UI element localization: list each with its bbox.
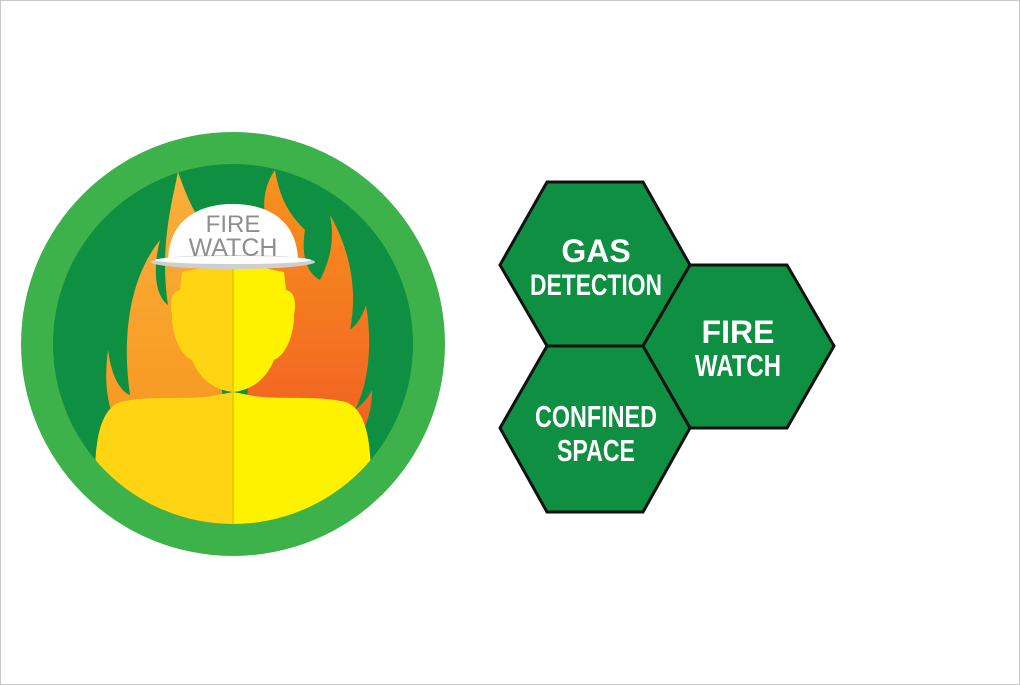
hexagon-gas-detection-line2: DETECTION (530, 269, 662, 302)
worker-body-right (233, 262, 371, 524)
fire-watch-badge: FIRE WATCH (21, 132, 445, 556)
hexagon-confined-space-line2: SPACE (557, 433, 635, 468)
hexagon-gas-detection-line1: GAS (561, 233, 630, 269)
hexagon-fire-watch-line2: WATCH (695, 348, 781, 383)
helmet-text-line1: FIRE (206, 211, 261, 238)
worker-body-left (95, 262, 233, 524)
helmet-icon: FIRE WATCH (151, 204, 315, 269)
fire-watch-worker-icon (95, 170, 372, 524)
helmet-shell (168, 204, 298, 262)
hexagon-gas-detection: GAS DETECTION (498, 180, 692, 348)
hexagon-shape (498, 344, 692, 514)
helmet-text-line2: WATCH (189, 234, 278, 262)
hexagon-fire-watch: FIRE WATCH (641, 263, 836, 430)
hexagon-confined-space-line1: CONFINED (535, 399, 657, 434)
hexagon-confined-space: CONFINED SPACE (498, 344, 692, 514)
hexagon-fire-watch-line1: FIRE (702, 314, 775, 350)
hexagon-cluster: GAS DETECTION FIRE WATCH CONFINED SPACE (498, 180, 836, 514)
